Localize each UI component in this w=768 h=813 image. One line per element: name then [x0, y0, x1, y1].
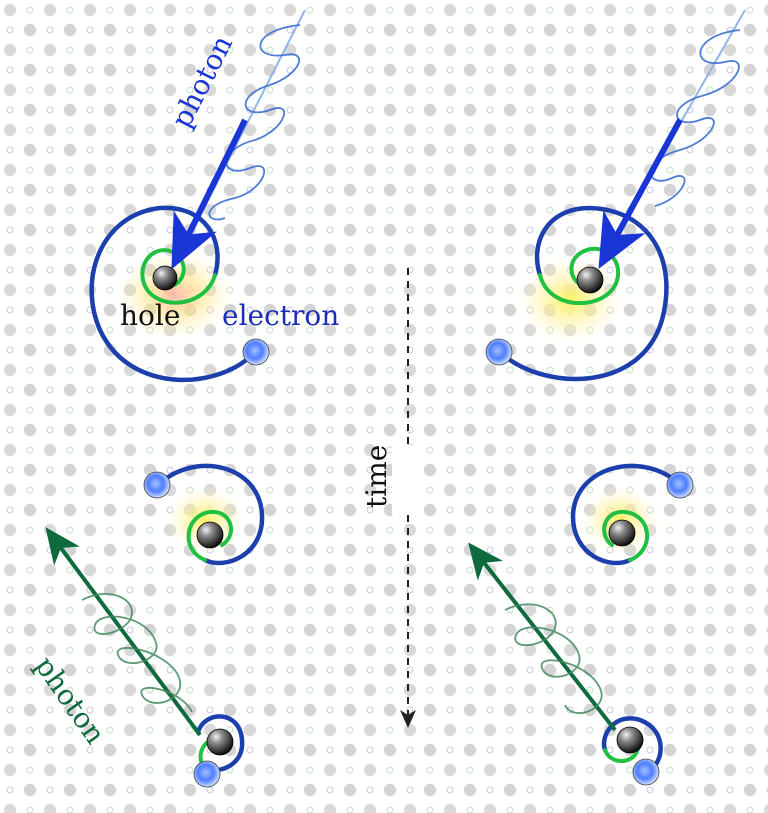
photon-arrow [598, 118, 683, 270]
photon-arrow [45, 527, 202, 737]
hole-sphere [196, 521, 224, 549]
exciton-top-right [485, 205, 669, 382]
electron-orbit [497, 205, 669, 382]
electron-orbit [195, 714, 245, 773]
time-label: time [360, 445, 393, 508]
exciton-mid-right [570, 463, 694, 566]
electron-orbit [155, 463, 265, 566]
absorbed-photon-right [598, 9, 746, 270]
emitted-photon-right [468, 542, 617, 732]
electron-sphere [242, 338, 270, 366]
electron-orbit [570, 463, 683, 566]
electron-sphere [143, 471, 171, 499]
electron-sphere [485, 338, 513, 366]
electron-orbit-inner [140, 248, 217, 305]
electron-sphere [193, 760, 221, 788]
exciton-glow [115, 250, 235, 340]
electron-orbit-inner [603, 746, 640, 763]
time-label-backdrop [392, 445, 424, 515]
photon-arrow [171, 118, 248, 270]
photon-arrow [468, 542, 617, 732]
photon-wave-helix [208, 24, 301, 221]
electron-sphere [666, 471, 694, 499]
hole-sphere [152, 265, 178, 291]
photon-wave-helix [504, 603, 603, 714]
hole-sphere [616, 726, 644, 754]
photon-wave-helix [81, 593, 193, 713]
hole-sphere [576, 266, 604, 294]
exciton-bottom-left [193, 714, 245, 788]
exciton-mid-left [143, 463, 265, 566]
electron-sphere [632, 758, 660, 786]
hole-label: hole [120, 299, 180, 332]
photon-wave-helix [650, 29, 741, 207]
electron-orbit-inner [186, 509, 233, 562]
exciton-glow [165, 485, 245, 555]
hole-sphere [608, 519, 636, 547]
electron-label: electron [222, 299, 339, 332]
electron-orbit-inner [602, 509, 649, 562]
hole-sphere [206, 728, 234, 756]
exciton-bottom-right [601, 716, 663, 786]
electron-orbit [601, 716, 663, 775]
time-axis: time [360, 268, 424, 728]
